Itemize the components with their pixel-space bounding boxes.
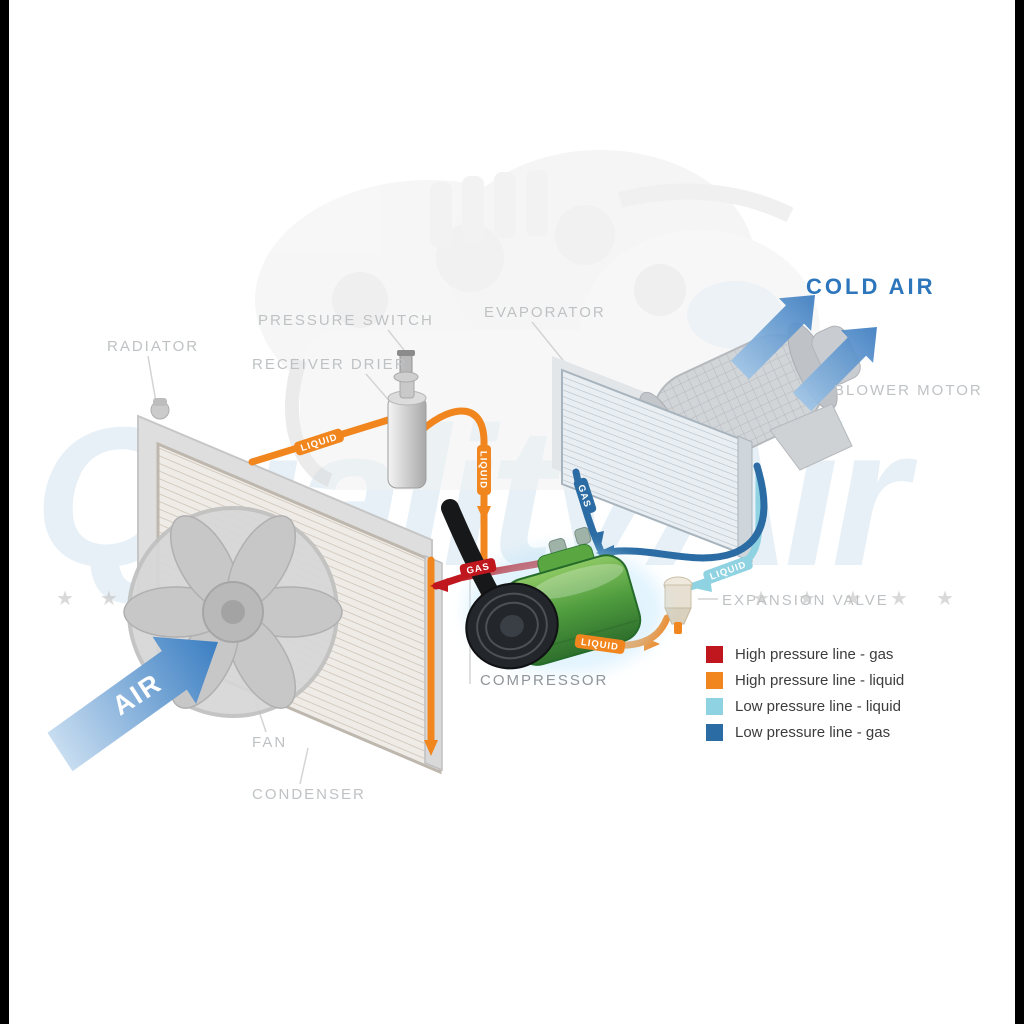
legend-label: High pressure line - gas (735, 646, 894, 663)
receiver-drier-graphic (387, 377, 427, 489)
legend-label: Low pressure line - gas (735, 724, 891, 741)
label-radiator: RADIATOR (107, 338, 200, 355)
line-label-liquid-3: LIQUID (574, 634, 626, 654)
pressure-switch-graphic (393, 350, 419, 383)
label-receiver-drier: RECEIVER DRIER (252, 356, 408, 373)
label-condenser: CONDENSER (252, 786, 366, 803)
svg-text:GAS: GAS (466, 561, 491, 577)
legend-label: High pressure line - liquid (735, 672, 905, 689)
star-icon: ★ (56, 588, 74, 610)
line-label-gas-1: GAS (459, 558, 497, 578)
label-cold-air: COLD AIR (806, 274, 936, 299)
legend: High pressure line - gas High pressure l… (706, 646, 904, 750)
fan-graphic (123, 506, 343, 718)
legend-swatch-low-liquid (706, 698, 723, 715)
star-icon: ★ (798, 588, 816, 610)
label-evaporator: EVAPORATOR (484, 304, 606, 321)
compressor-pulley (465, 582, 559, 670)
svg-text:LIQUID: LIQUID (478, 451, 489, 489)
star-icon: ★ (844, 588, 862, 610)
legend-swatch-low-gas (706, 724, 723, 741)
legend-item: High pressure line - gas (706, 646, 904, 663)
star-icon: ★ (936, 588, 954, 610)
label-fan: FAN (252, 734, 288, 751)
legend-item: Low pressure line - gas (706, 724, 904, 741)
cold-air-arrows (730, 295, 877, 412)
label-expansion-valve: EXPANSION VALVE (722, 592, 889, 609)
label-compressor: COMPRESSOR (480, 672, 609, 689)
legend-swatch-high-liquid (706, 672, 723, 689)
star-icon: ★ (752, 588, 770, 610)
legend-item: High pressure line - liquid (706, 672, 904, 689)
star-icon: ★ (890, 588, 908, 610)
expansion-valve-graphic (663, 576, 693, 634)
label-blower-motor: BLOWER MOTOR (834, 382, 983, 399)
left-black-border (0, 0, 9, 1024)
svg-text:LIQUID: LIQUID (580, 637, 619, 653)
legend-item: Low pressure line - liquid (706, 698, 904, 715)
legend-swatch-high-gas (706, 646, 723, 663)
right-black-border (1015, 0, 1024, 1024)
line-label-liquid-2: LIQUID (477, 445, 491, 495)
legend-label: Low pressure line - liquid (735, 698, 901, 715)
label-pressure-switch: PRESSURE SWITCH (258, 312, 434, 329)
star-icon: ★ (100, 588, 118, 610)
